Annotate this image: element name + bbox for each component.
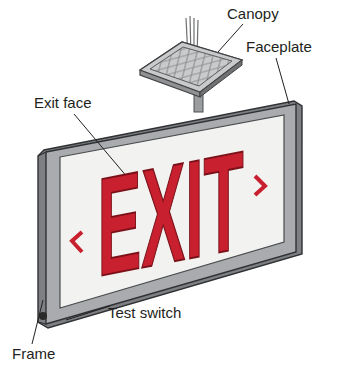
part-name: Canopy — [227, 5, 279, 22]
part-name: Faceplate — [246, 38, 312, 55]
leader-lines — [32, 24, 289, 344]
sign-housing — [38, 101, 302, 328]
part-name: Frame — [12, 345, 55, 362]
canopy-plate — [140, 42, 242, 97]
part-name: Test switch — [108, 304, 181, 321]
sign-legend: EXIT — [98, 130, 244, 298]
part-name: Exit face — [34, 94, 92, 111]
